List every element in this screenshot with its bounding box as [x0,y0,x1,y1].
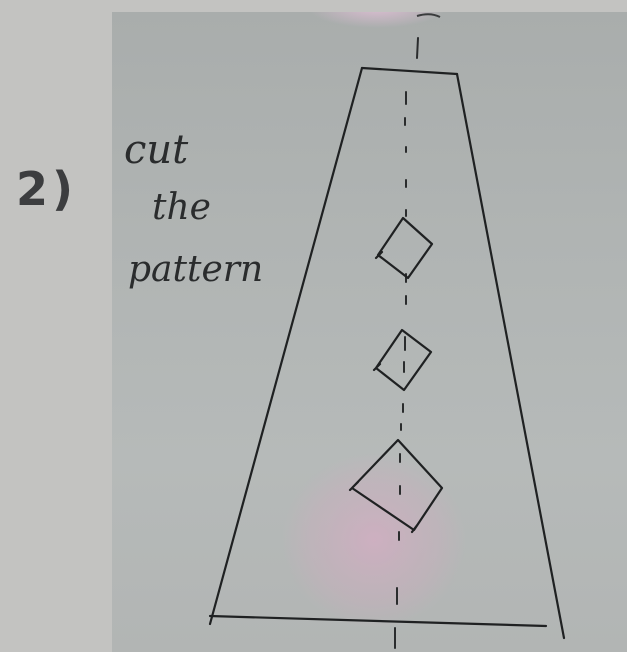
trapezoid-left-edge [208,66,364,626]
top-curl-mark [416,13,441,18]
center-fold-line [394,37,419,649]
diamond-cutout-bottom [348,438,444,534]
diamond-cutouts [348,216,444,534]
pattern-drawing [208,12,566,649]
diamond-cutout-top [374,216,434,280]
trapezoid-outline [208,66,566,640]
top-light-reflection [309,12,445,28]
note-line-the: the [152,187,211,228]
note-line-cut: cut [124,127,189,173]
trapezoid-right-edge [455,72,566,640]
sketch-photo: cut the pattern [112,12,627,652]
step-number: 2) [16,162,78,216]
trapezoid-bottom-edge [208,614,548,628]
bottom-light-reflection [282,452,466,628]
diamond-cutout-middle [372,328,433,392]
trapezoid-top-edge [360,66,459,76]
note-line-pattern: pattern [128,249,264,290]
